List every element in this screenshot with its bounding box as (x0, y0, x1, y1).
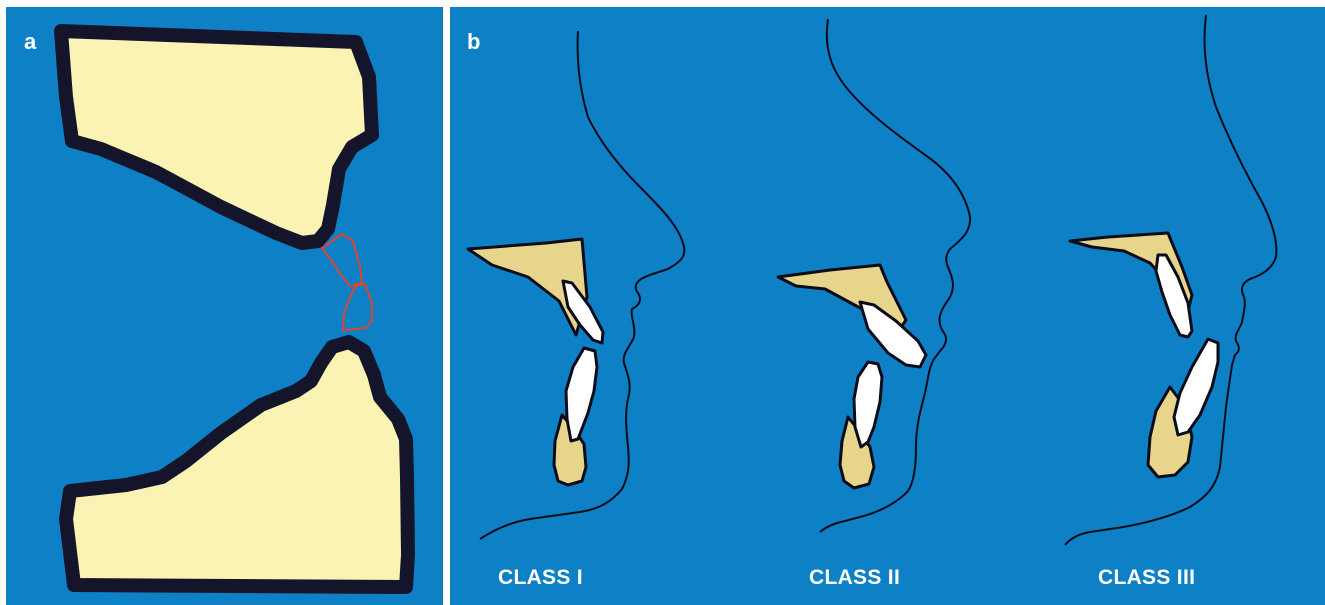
lower-jaw (66, 342, 408, 587)
class-3-upper-incisor (1156, 255, 1192, 337)
class-1-lower-incisor (566, 348, 597, 441)
class-3-lower-incisor (1174, 339, 1218, 435)
upper-jaw (61, 31, 372, 243)
class-1-profile (468, 31, 684, 539)
panel-b: b (450, 7, 1325, 605)
class-2-label: CLASS II (809, 566, 900, 590)
class-1-label: CLASS I (498, 566, 583, 590)
jaw-diagram (6, 7, 443, 605)
lower-incisor-outline (343, 284, 372, 330)
panel-a: a (6, 7, 443, 605)
class-3-label: CLASS III (1098, 566, 1195, 590)
upper-incisor-outline (322, 234, 362, 286)
class-2-profile (778, 19, 970, 532)
class-2-lower-incisor (854, 362, 882, 447)
profile-diagram (450, 7, 1325, 605)
class-3-profile (1065, 15, 1276, 545)
